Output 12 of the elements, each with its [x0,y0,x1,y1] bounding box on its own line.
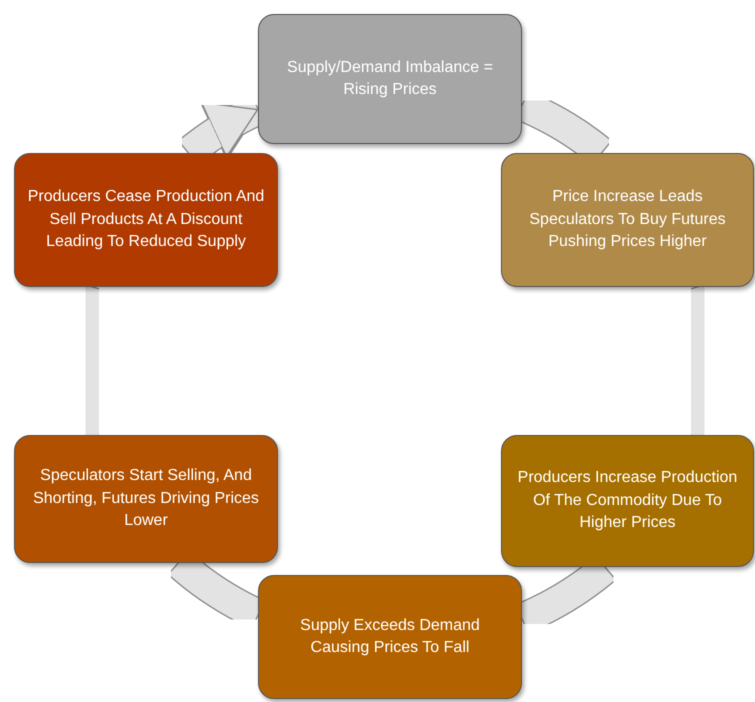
step-box [258,575,522,699]
step-text: Supply/Demand Imbalance = Rising Prices [286,58,494,100]
step-text: Producers Cease Production And Sell Products At A Discount Leading To Reduced Supply [26,187,266,252]
step-box [501,435,754,567]
step-box [14,153,278,287]
step-box [258,14,522,144]
step-box [14,435,278,563]
step-text: Supply Exceeds Demand Causing Prices To Fall [299,616,481,658]
step-text: Speculators Start Selling, And Shorting, Futures Driving Prices Lower [32,466,260,532]
step-text: Producers Increase Production Of The Commodity Due To Higher Prices [516,468,738,534]
step-box [501,153,754,287]
step-text: Price Increase Leads Speculators To Buy Futures Pushing Prices Higher [528,187,727,252]
